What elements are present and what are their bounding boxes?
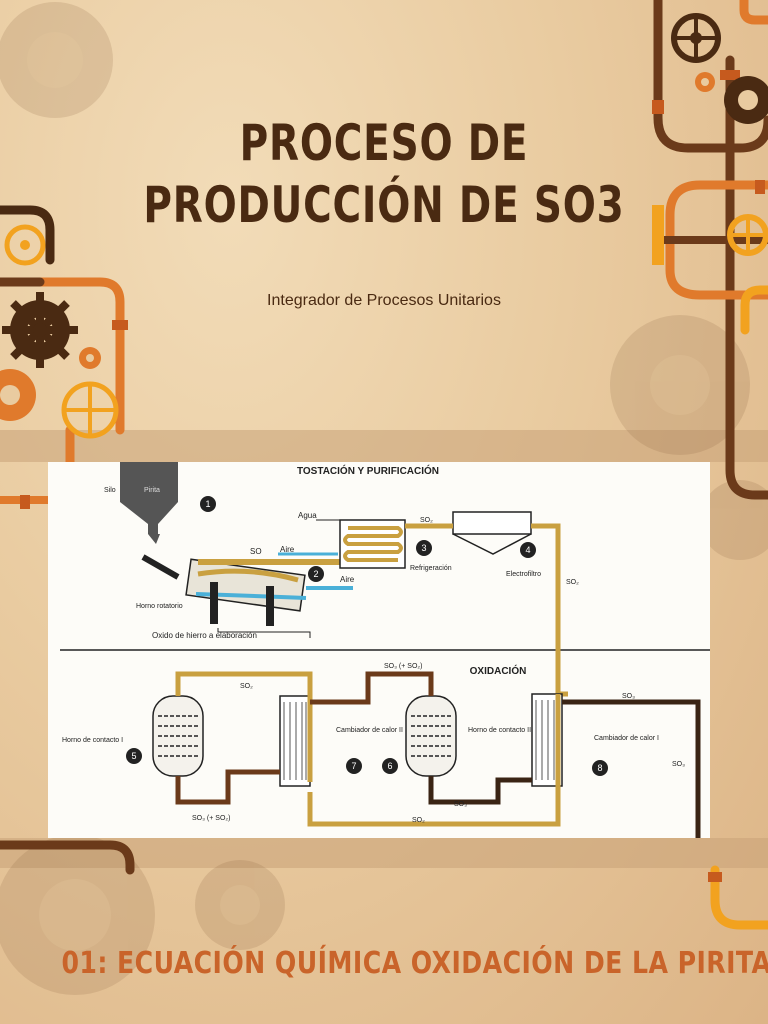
silo [120, 462, 178, 534]
background-gears [0, 2, 768, 995]
label-so3-right: SO₃ [672, 761, 685, 768]
label-agua: Agua [298, 511, 317, 520]
step-4: 4 [525, 545, 530, 555]
left-pipes [0, 205, 135, 875]
step-1: 1 [205, 499, 210, 509]
gear-icon [724, 76, 768, 124]
step-7: 7 [351, 761, 356, 771]
section-title-top: TOSTACIÓN Y PURIFICACIÓN [297, 464, 439, 477]
gear-icon [61, 381, 119, 439]
label-so2-bottom: SO₂ [412, 817, 425, 824]
label-horno-rotatorio: Horno rotatorio [136, 603, 183, 610]
label-silo: Silo [104, 487, 116, 494]
label-horno-contacto-1: Horno de contacto I [62, 737, 123, 744]
step-8: 8 [597, 763, 602, 773]
step-6: 6 [387, 761, 392, 771]
label-aire-2: Aire [340, 575, 355, 584]
gear-icon [727, 214, 768, 256]
contact-furnace-2 [405, 695, 457, 777]
heat-exchanger-2 [279, 695, 311, 787]
page-subtitle: Integrador de Procesos Unitarios [267, 292, 501, 309]
electrofilter [452, 511, 532, 555]
label-oxido: Oxido de hierro a elaboración [152, 631, 257, 640]
label-so2-top: SO₂ [420, 517, 433, 524]
label-so3-so2-bottom: SO₃ (+ SO₂) [192, 815, 230, 822]
process-flow-diagram: TOSTACIÓN Y PURIFICACIÓN OXIDACIÓN Silo … [60, 462, 710, 838]
label-so2-loop: SO₂ [240, 683, 253, 690]
gear-icon [671, 13, 721, 63]
gear-icon [4, 224, 46, 266]
label-so2-right: SO₂ [566, 579, 579, 586]
label-horno-contacto-2: Horno de contacto II [468, 727, 531, 734]
label-so: SO [250, 547, 262, 556]
gear-icon [695, 72, 715, 92]
step-2: 2 [313, 569, 318, 579]
title-line-1: PROCESO DE [239, 114, 529, 172]
gear-icon [79, 347, 101, 369]
so3-output-line [562, 699, 701, 838]
label-electrofiltro: Electrofiltro [506, 571, 541, 578]
process-diagram: TOSTACIÓN Y PURIFICACIÓN OXIDACIÓN Silo … [48, 462, 710, 838]
gear-icon [2, 292, 78, 368]
step-3: 3 [421, 543, 426, 553]
right-pipes [653, 0, 768, 930]
label-aire: Aire [280, 545, 295, 554]
contact-furnace-1 [152, 695, 204, 777]
section-heading: 01: ECUACIÓN QUÍMICA OXIDACIÓN DE LA PIR… [61, 946, 768, 981]
label-so3-so2-top: SO₃ (+ SO₂) [384, 663, 422, 670]
label-cambiador-1: Cambiador de calor I [594, 735, 659, 742]
label-pirita: Pirita [144, 487, 160, 494]
gear-icon [0, 369, 36, 421]
step-5: 5 [131, 751, 136, 761]
label-so3-out: SO₃ [622, 693, 635, 700]
title-line-2: PRODUCCIÓN DE SO3 [143, 176, 625, 234]
page-title: PROCESO DE PRODUCCIÓN DE SO3 [84, 112, 683, 236]
label-refrigeracion: Refrigeración [410, 565, 452, 572]
so2-return-line [307, 694, 561, 827]
step-markers: 1 2 3 4 5 6 7 8 [126, 496, 608, 776]
diagram-band-top [0, 430, 768, 462]
label-cambiador-2: Cambiador de calor II [336, 727, 403, 734]
rotary-kiln [141, 554, 307, 626]
section-title-bottom: OXIDACIÓN [470, 664, 527, 677]
cooler [339, 519, 406, 569]
label-so3-bottom: SO₃ [454, 801, 467, 808]
